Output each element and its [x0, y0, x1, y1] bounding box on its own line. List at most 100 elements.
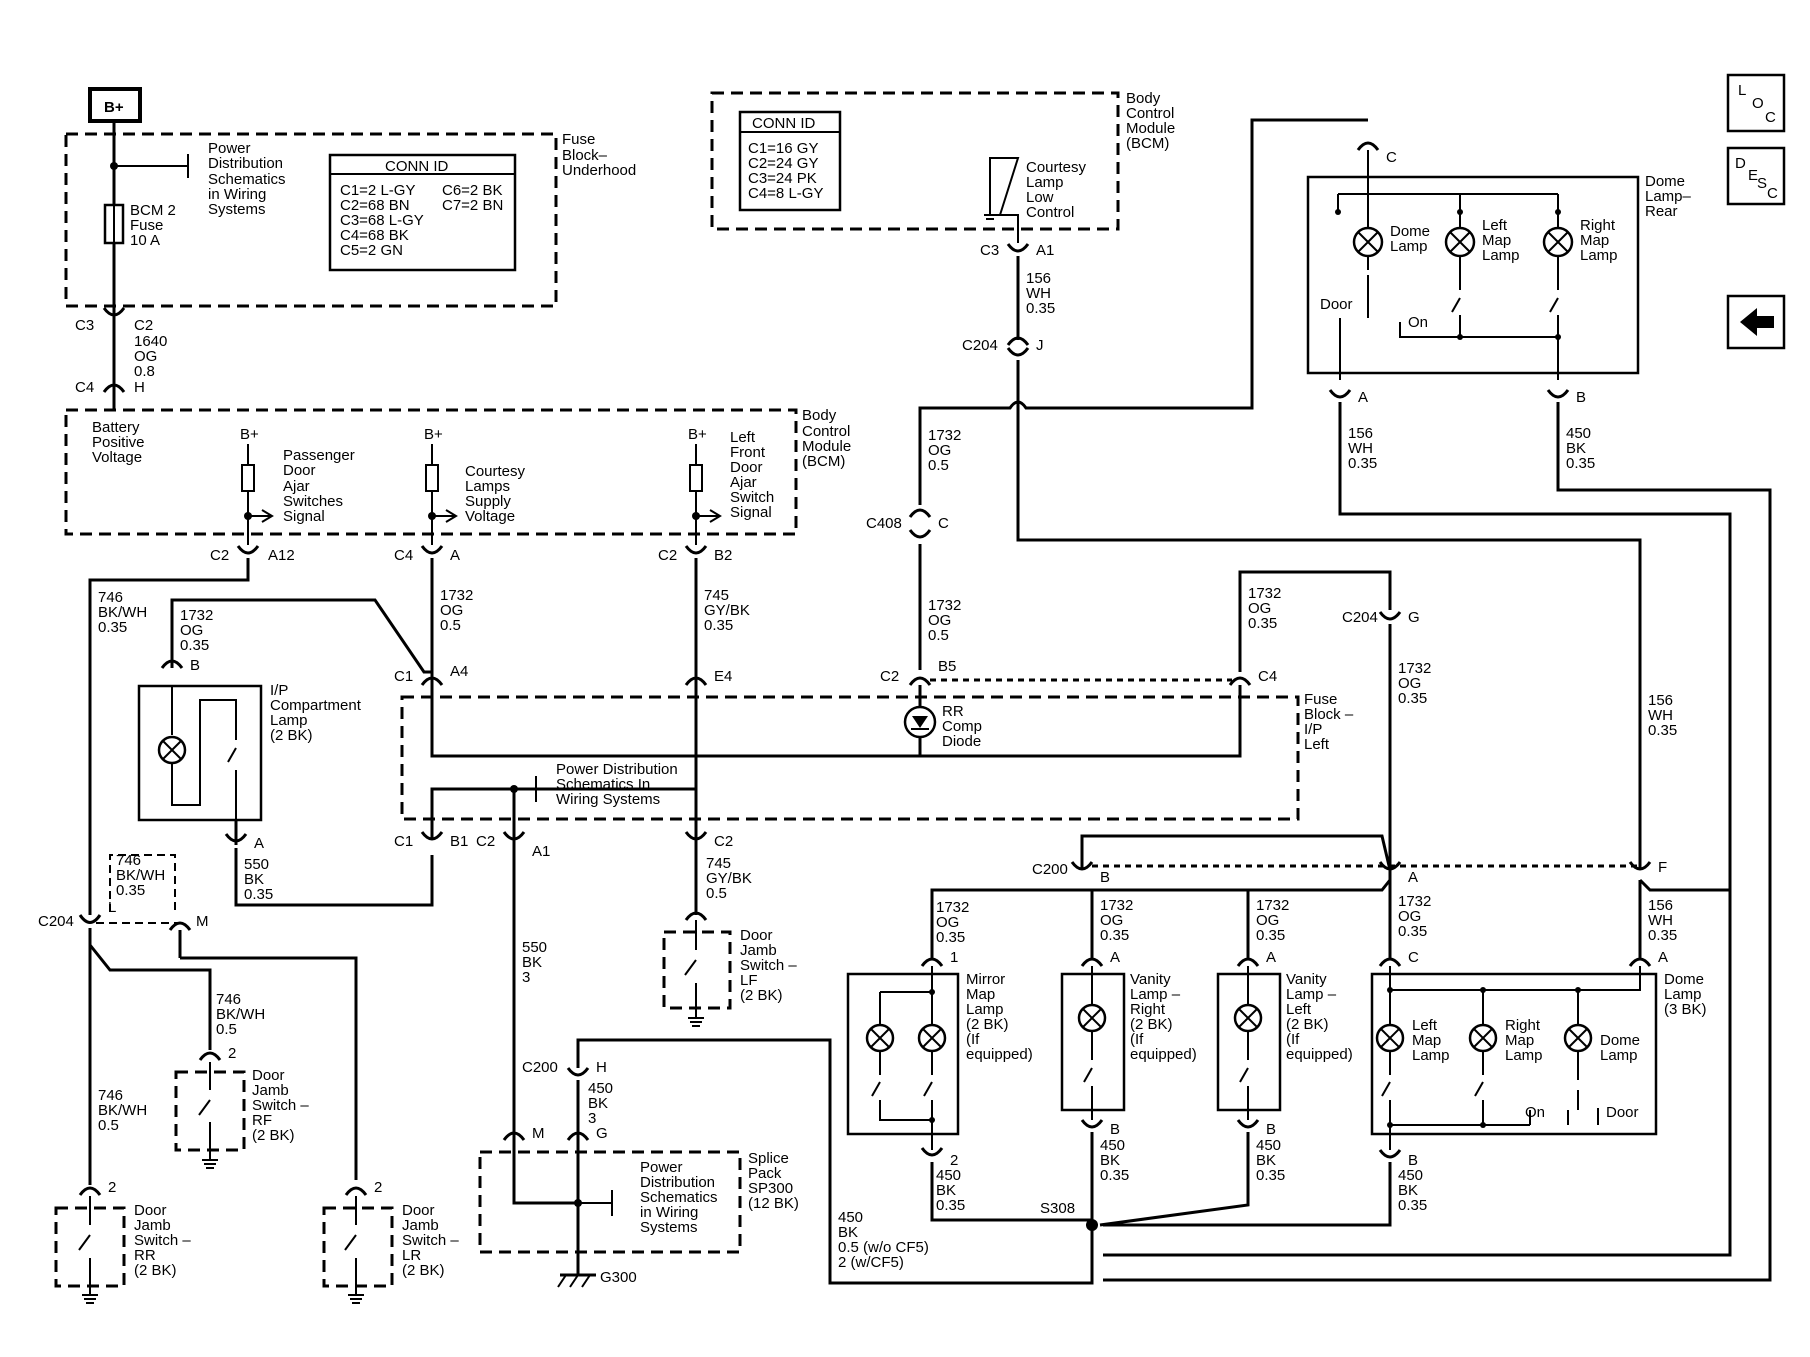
svg-text:Door: Door	[283, 462, 316, 479]
svg-text:Passenger: Passenger	[283, 447, 355, 464]
svg-text:OG: OG	[1100, 912, 1123, 929]
rr-comp-diode-label: RR Comp Diode	[942, 703, 982, 750]
svg-text:Splice: Splice	[748, 1150, 789, 1167]
svg-text:Low: Low	[1026, 189, 1054, 206]
mirror-map-lamp-label: Mirror Map Lamp (2 BK) (If equipped)	[966, 971, 1033, 1063]
passenger-door-ajar-label: Passenger Door Ajar Switches Signal	[283, 447, 355, 525]
desc-button[interactable]: D E S C	[1726, 146, 1786, 206]
svg-text:BK/WH: BK/WH	[116, 867, 165, 884]
desc-s: S	[1757, 175, 1767, 192]
svg-text:B: B	[1110, 1121, 1120, 1138]
svg-text:Schematics: Schematics	[640, 1189, 718, 1206]
svg-text:Dome: Dome	[1645, 173, 1685, 190]
svg-text:Left: Left	[1482, 217, 1508, 234]
svg-text:450: 450	[1256, 1137, 1281, 1154]
svg-text:Distribution: Distribution	[208, 155, 283, 172]
dome-lamp-front-box	[1370, 972, 1658, 1136]
svg-text:Map: Map	[1412, 1032, 1441, 1049]
svg-text:450: 450	[838, 1209, 863, 1226]
svg-text:746: 746	[216, 991, 241, 1008]
bcm-main-title: Body Control Module (BCM)	[802, 407, 851, 470]
svg-text:C4=8 L-GY: C4=8 L-GY	[748, 185, 823, 202]
svg-text:Ajar: Ajar	[283, 478, 310, 495]
loc-button[interactable]: L O C	[1726, 73, 1786, 133]
svg-text:Schematics: Schematics	[208, 171, 286, 188]
svg-text:Power: Power	[208, 140, 251, 157]
svg-text:Front: Front	[730, 444, 766, 461]
mirror-lamp-bulb2-icon	[917, 1023, 947, 1053]
dome-lamp-front-title: Dome Lamp (3 BK)	[1664, 971, 1707, 1018]
svg-text:BK: BK	[244, 871, 264, 888]
conn-id-underhood-list: C1=2 L-GY C2=68 BN C3=68 L-GY C4=68 BK C…	[340, 182, 503, 259]
back-button[interactable]	[1726, 294, 1786, 350]
svg-text:(2 BK): (2 BK)	[740, 987, 783, 1004]
svg-text:Door: Door	[134, 1202, 167, 1219]
front-right-map-bulb-icon	[1468, 1023, 1498, 1053]
svg-text:450: 450	[1566, 425, 1591, 442]
mirror-lamp-bulb1-icon	[865, 1023, 895, 1053]
fuse-block-ip-left-title: Fuse Block – I/P Left	[1304, 691, 1354, 753]
front-on-label: On	[1525, 1104, 1545, 1121]
svg-text:Body: Body	[1126, 90, 1161, 107]
svg-text:B: B	[1576, 389, 1586, 406]
ip-compartment-lamp-label: I/P Compartment Lamp (2 BK)	[270, 682, 362, 744]
svg-text:equipped): equipped)	[966, 1046, 1033, 1063]
desc-e: E	[1748, 167, 1758, 184]
svg-text:OG: OG	[180, 622, 203, 639]
svg-text:WH: WH	[1648, 707, 1673, 724]
svg-text:550: 550	[244, 856, 269, 873]
vanity-lamp-right-label: Vanity Lamp – Right (2 BK) (If equipped)	[1130, 971, 1197, 1063]
svg-text:Lamp: Lamp	[1600, 1047, 1638, 1064]
svg-text:RR: RR	[942, 703, 964, 720]
svg-text:Compartment: Compartment	[270, 697, 362, 714]
svg-text:B: B	[1408, 1152, 1418, 1169]
svg-text:0.35: 0.35	[180, 637, 209, 654]
svg-text:745: 745	[704, 587, 729, 604]
rear-dome-lamp-label: Dome Lamp	[1390, 223, 1430, 255]
svg-text:1732: 1732	[1398, 660, 1431, 677]
svg-text:Control: Control	[802, 423, 850, 440]
svg-text:2: 2	[108, 1179, 116, 1196]
svg-text:LF: LF	[740, 972, 758, 989]
svg-text:Power Distribution: Power Distribution	[556, 761, 678, 778]
svg-text:A: A	[1658, 949, 1668, 966]
svg-text:(3 BK): (3 BK)	[1664, 1001, 1707, 1018]
svg-text:BK: BK	[1256, 1152, 1276, 1169]
svg-text:C5=2 GN: C5=2 GN	[340, 242, 403, 259]
svg-text:0.35: 0.35	[1100, 927, 1129, 944]
svg-text:Signal: Signal	[730, 504, 772, 521]
svg-text:C1=16 GY: C1=16 GY	[748, 140, 818, 157]
svg-text:0.5: 0.5	[98, 1117, 119, 1134]
splice-pack-title: Splice Pack SP300 (12 BK)	[748, 1150, 799, 1212]
svg-text:G: G	[596, 1125, 608, 1142]
svg-text:0.35: 0.35	[116, 882, 145, 899]
conn-id-bcm-top	[738, 110, 842, 212]
back-arrow-icon	[1740, 308, 1774, 336]
rear-on-label: On	[1408, 314, 1428, 331]
svg-text:CONN ID: CONN ID	[752, 115, 816, 132]
svg-text:2: 2	[950, 1152, 958, 1169]
svg-text:(12 BK): (12 BK)	[748, 1195, 799, 1212]
svg-text:0.5: 0.5	[928, 457, 949, 474]
svg-text:0.35: 0.35	[1256, 1167, 1285, 1184]
svg-text:equipped): equipped)	[1130, 1046, 1197, 1063]
svg-text:Lamp –: Lamp –	[1286, 986, 1337, 1003]
svg-text:746: 746	[98, 589, 123, 606]
svg-text:Left: Left	[1412, 1017, 1438, 1034]
svg-text:A: A	[1358, 389, 1368, 406]
svg-text:(2 BK): (2 BK)	[402, 1262, 445, 1279]
svg-text:A: A	[254, 835, 264, 852]
svg-text:Map: Map	[966, 986, 995, 1003]
svg-text:BK: BK	[936, 1182, 956, 1199]
svg-text:Lamp: Lamp	[966, 1001, 1004, 1018]
svg-text:745: 745	[706, 855, 731, 872]
svg-text:Lamp –: Lamp –	[1130, 986, 1181, 1003]
svg-text:Comp: Comp	[942, 718, 982, 735]
svg-text:equipped): equipped)	[1286, 1046, 1353, 1063]
svg-text:0.35: 0.35	[1100, 1167, 1129, 1184]
rear-right-map-bulb-icon	[1542, 226, 1574, 258]
svg-text:BK/WH: BK/WH	[98, 1102, 147, 1119]
svg-text:1732: 1732	[1100, 897, 1133, 914]
svg-text:2 (w/CF5): 2 (w/CF5)	[838, 1254, 904, 1271]
svg-text:BCM 2: BCM 2	[130, 202, 176, 219]
